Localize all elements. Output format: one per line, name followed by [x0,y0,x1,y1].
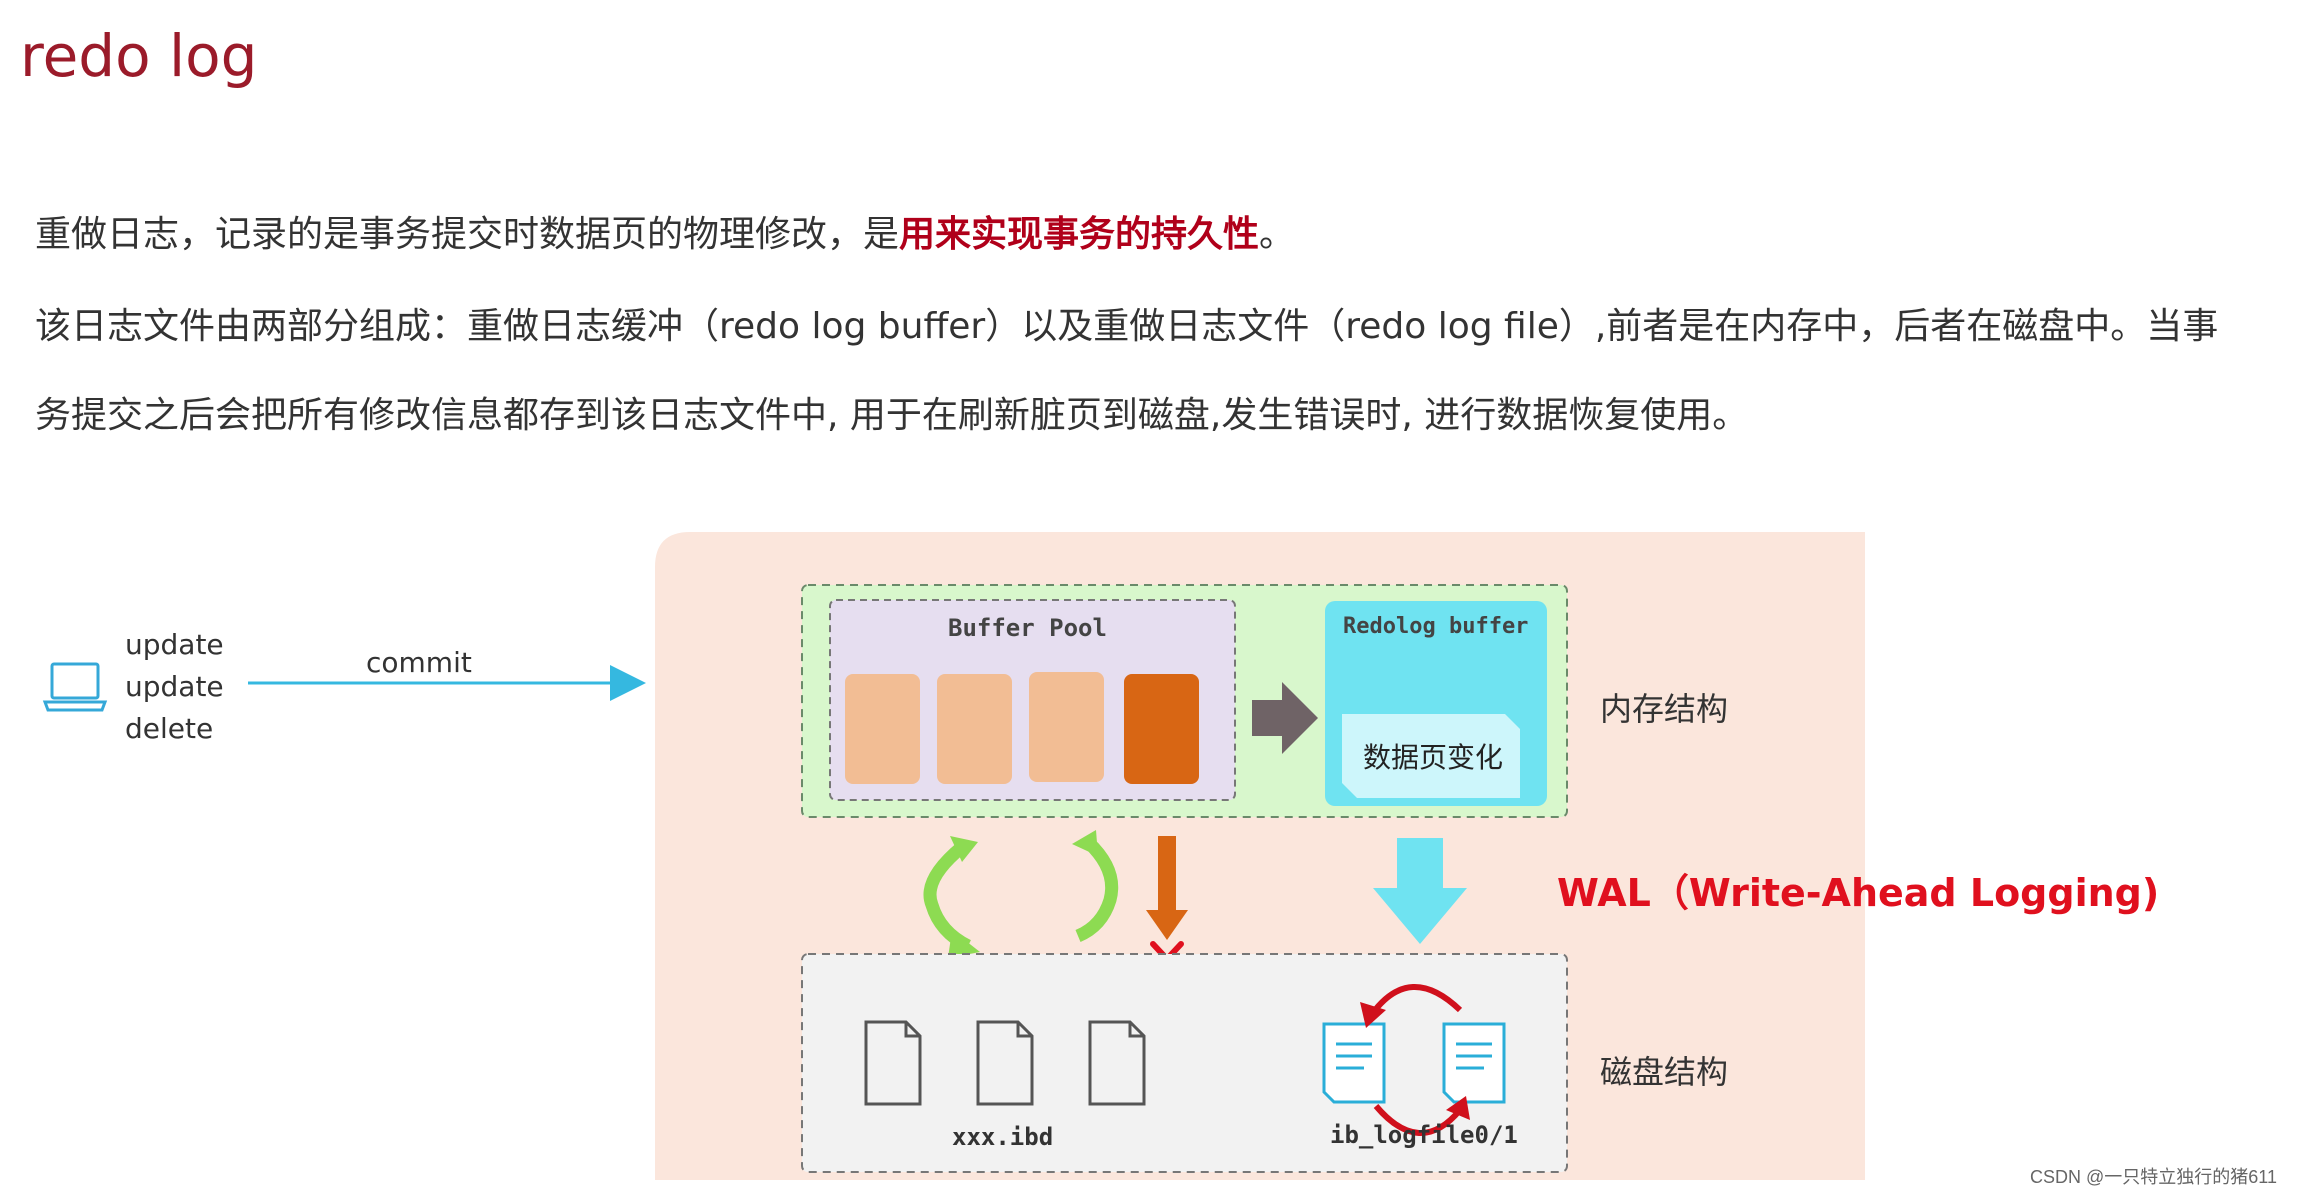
ibd-file-icon [976,1020,1034,1106]
laptop-icon [42,662,108,712]
buffer-pool-title: Buffer Pool [948,614,1107,642]
buffer-page [1029,672,1104,782]
redolog-flush-arrow [1373,838,1467,944]
definition-paragraph: 重做日志，记录的是事务提交时数据页的物理修改，是用来实现事务的持久性。 [35,205,1295,257]
flush-arrow [1158,836,1176,914]
data-page-change-box [1342,714,1520,798]
composition-paragraph-line2: 务提交之后会把所有修改信息都存到该日志文件中, 用于在刷新脏页到磁盘,发生错误时… [35,395,1749,436]
definition-text: 重做日志，记录的是事务提交时数据页的物理修改，是 [35,214,900,255]
watermark: CSDN @一只特立独行的猪611 [2030,1167,2277,1187]
wal-label: WAL（Write-Ahead Logging) [1557,871,2160,915]
logfile-label: ib_logfile0/1 [1330,1121,1518,1149]
composition-paragraph-line1: 该日志文件由两部分组成：重做日志缓冲（redo log buffer）以及重做日… [35,306,2219,347]
ibd-file-label: xxx.ibd [952,1123,1054,1151]
green-cycle-arrow-right [1075,837,1119,942]
client-actions: update update delete [125,624,224,750]
action-update: update [125,670,224,703]
action-delete: delete [125,712,214,745]
durability-highlight: 用来实现事务的持久性 [899,214,1260,255]
logfile-cycle-arrow-top [1369,984,1463,1016]
ibd-file-icon [864,1020,922,1106]
logfile-icon [1322,1022,1386,1104]
definition-end: 。 [1259,214,1296,255]
data-page-change-label: 数据页变化 [1363,741,1504,774]
logfile-icon [1442,1022,1506,1104]
ibd-file-icon [1088,1020,1146,1106]
commit-label: commit [366,646,472,679]
page-title: redo log [20,22,258,90]
buffer-page [937,674,1012,784]
gray-arrow [1252,682,1318,754]
memory-structure-label: 内存结构 [1600,690,1729,728]
action-update: update [125,628,224,661]
buffer-page [845,674,920,784]
logfile-cycle-arrow-bottom [1373,1104,1463,1136]
redolog-buffer-title: Redolog buffer [1343,614,1529,639]
dirty-page [1124,674,1199,784]
disk-structure-label: 磁盘结构 [1600,1053,1729,1091]
